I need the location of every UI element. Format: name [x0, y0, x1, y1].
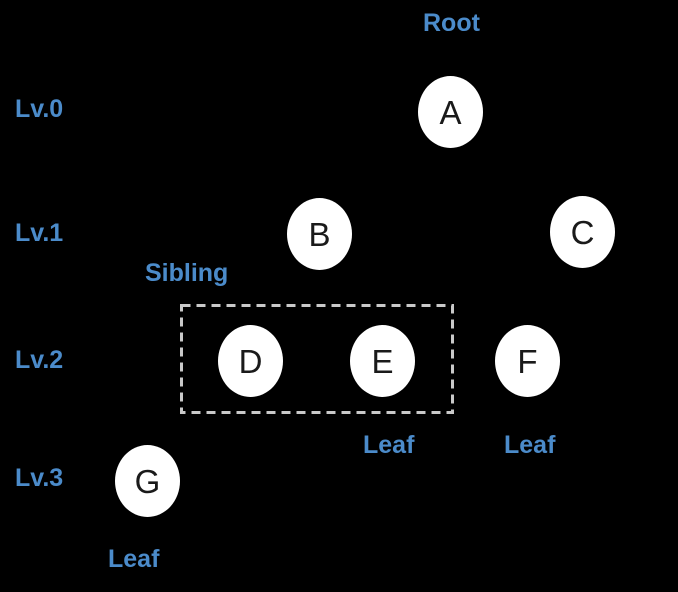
- node-b: B: [287, 198, 352, 270]
- node-g-label: G: [134, 462, 161, 500]
- level-label-lv1: Lv.1: [15, 219, 64, 247]
- level-label-lv2: Lv.2: [15, 346, 64, 374]
- node-d-label: D: [238, 342, 263, 380]
- root-label: Root: [423, 9, 480, 37]
- node-c-label: C: [570, 213, 595, 251]
- node-g: G: [115, 445, 180, 517]
- leaf-label-g: Leaf: [108, 545, 160, 573]
- node-a-label: A: [439, 93, 462, 131]
- node-d: D: [218, 325, 283, 397]
- level-label-lv0: Lv.0: [15, 95, 64, 123]
- node-c: C: [550, 196, 615, 268]
- node-b-label: B: [308, 215, 331, 253]
- node-a: A: [418, 76, 483, 148]
- node-f-label: F: [517, 342, 538, 380]
- node-f: F: [495, 325, 560, 397]
- node-e: E: [350, 325, 415, 397]
- node-e-label: E: [371, 342, 394, 380]
- level-label-lv3: Lv.3: [15, 464, 64, 492]
- leaf-label-f: Leaf: [504, 431, 556, 459]
- sibling-label: Sibling: [145, 259, 229, 287]
- leaf-label-e: Leaf: [363, 431, 415, 459]
